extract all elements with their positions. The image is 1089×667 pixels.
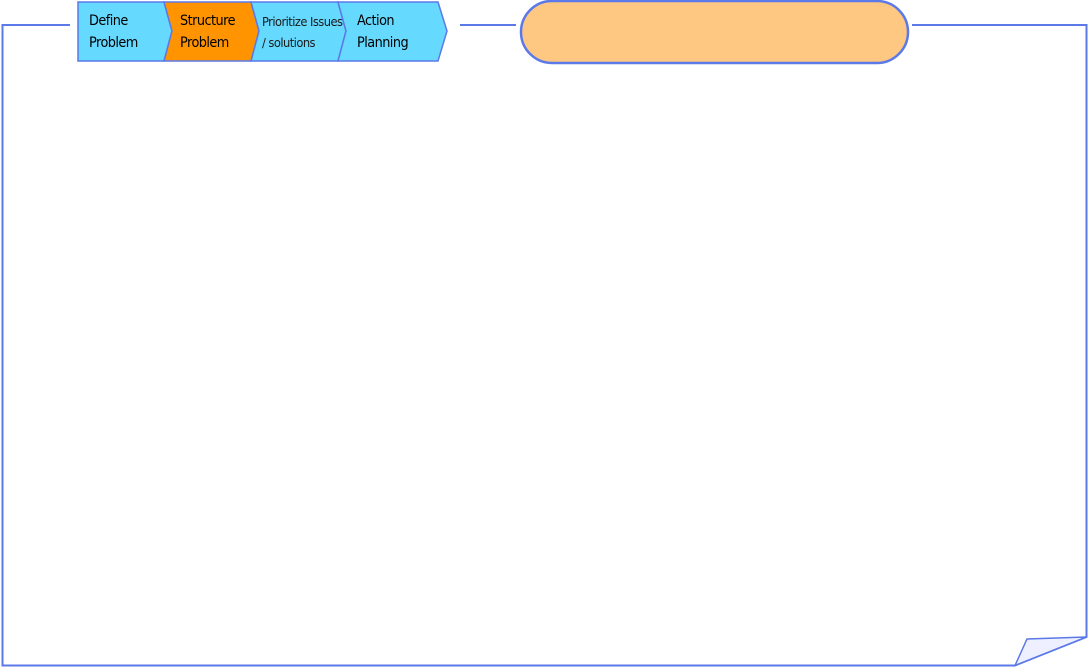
step-structure-problem-label: Structure Problem [180, 13, 236, 51]
step-action-planning[interactable] [337, 1, 448, 62]
page-fold-corner [1013, 636, 1087, 667]
title-pill-text [540, 20, 890, 44]
step-define-problem-label: Define Problem [89, 13, 138, 51]
step-action-planning-label: Action Planning [357, 13, 409, 51]
page-frame [1, 24, 1088, 667]
step-prioritize-issues-label: Prioritize Issues / solutions [262, 14, 343, 50]
process-steps [77, 1, 448, 62]
title-pill [519, 0, 910, 65]
